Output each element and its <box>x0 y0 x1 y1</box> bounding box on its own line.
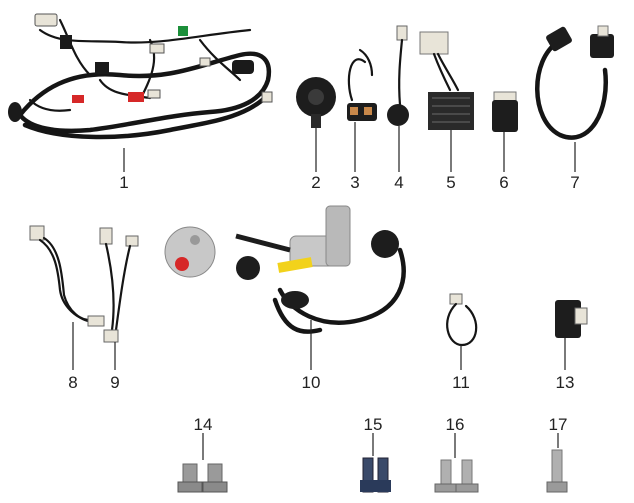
part-13-relay <box>555 300 588 338</box>
part-number-8: 8 <box>68 373 77 392</box>
part-number-14: 14 <box>194 415 213 434</box>
part-9-switch-harness <box>99 227 139 343</box>
part-number-1: 1 <box>119 173 128 192</box>
part-number-9: 9 <box>110 373 119 392</box>
part-6-cdi-unit <box>492 91 518 132</box>
part-2-horn <box>296 77 336 128</box>
part-4-sensor <box>387 25 409 126</box>
part-number-5: 5 <box>446 173 455 192</box>
part-17-bolt <box>546 449 568 493</box>
part-15-screws <box>360 457 391 493</box>
part-number-15: 15 <box>364 415 383 434</box>
part-number-16: 16 <box>446 415 465 434</box>
part-numbers: 1 2 3 4 5 6 7 8 9 10 11 13 14 15 16 17 <box>68 173 579 434</box>
part-number-2: 2 <box>311 173 320 192</box>
part-number-10: 10 <box>302 373 321 392</box>
part-number-4: 4 <box>394 173 403 192</box>
part-number-7: 7 <box>570 173 579 192</box>
part-number-13: 13 <box>556 373 575 392</box>
part-number-17: 17 <box>549 415 568 434</box>
part-number-11: 11 <box>452 373 470 392</box>
part-number-3: 3 <box>350 173 359 192</box>
part-8-switch-harness <box>29 225 105 327</box>
leader-lines <box>72 122 576 460</box>
part-5-regulator-rectifier <box>419 31 474 130</box>
part-3-relay <box>347 48 377 121</box>
part-number-6: 6 <box>499 173 508 192</box>
part-7-ignition-coil <box>535 25 614 140</box>
part-14-bolts <box>177 463 228 493</box>
part-16-bolts <box>434 459 479 493</box>
part-10-ignition-switch <box>164 205 406 334</box>
part-11-sensor-wire <box>446 293 478 347</box>
part-1-main-wiring-harness <box>8 13 273 140</box>
